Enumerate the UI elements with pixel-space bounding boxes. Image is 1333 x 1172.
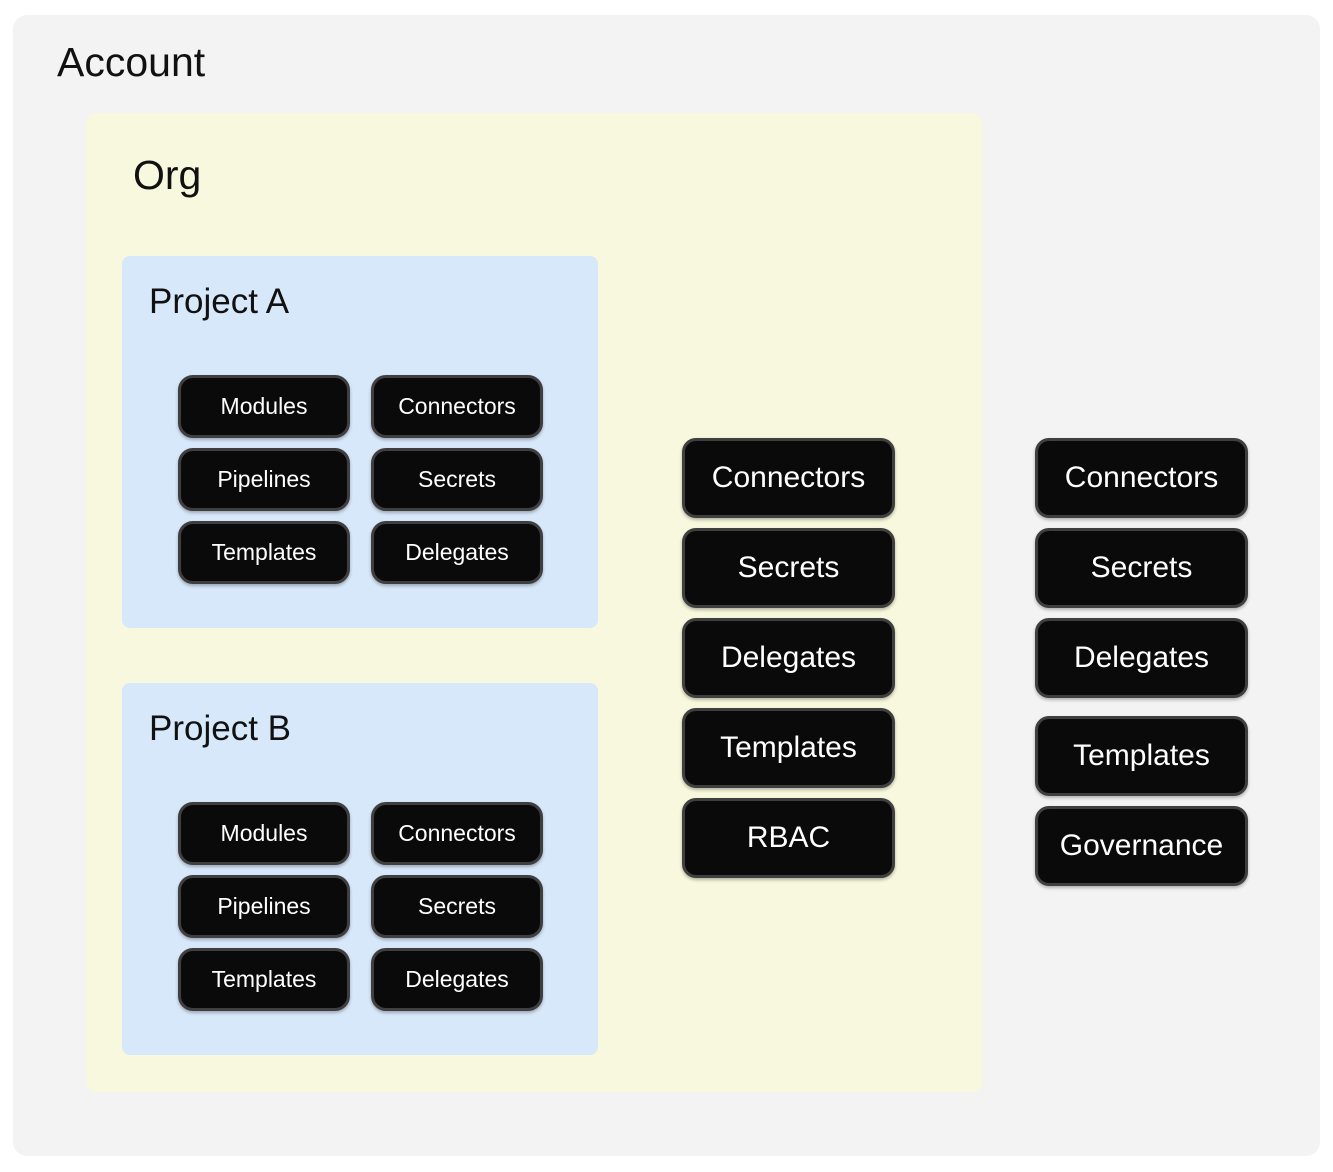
account-node-connectors: Connectors (1035, 438, 1248, 518)
org-node-rbac: RBAC (682, 798, 895, 878)
project-b-container: Project B Modules Connectors Pipelines S… (122, 683, 598, 1055)
project-a-node-secrets: Secrets (371, 448, 543, 511)
project-a-node-pipelines: Pipelines (178, 448, 350, 511)
org-node-secrets: Secrets (682, 528, 895, 608)
project-b-node-connectors: Connectors (371, 802, 543, 865)
account-resources: Connectors Secrets Delegates Templates G… (1035, 438, 1248, 886)
project-a-title: Project A (149, 282, 290, 321)
project-a-container: Project A Modules Connectors Pipelines S… (122, 256, 598, 628)
project-b-resources: Modules Connectors Pipelines Secrets Tem… (178, 802, 543, 1011)
account-title: Account (57, 39, 206, 85)
account-node-secrets: Secrets (1035, 528, 1248, 608)
project-b-node-secrets: Secrets (371, 875, 543, 938)
project-b-node-delegates: Delegates (371, 948, 543, 1011)
org-container: Org Project A Modules Connectors Pipelin… (86, 113, 982, 1092)
project-b-node-templates: Templates (178, 948, 350, 1011)
account-node-templates: Templates (1035, 716, 1248, 796)
org-node-delegates: Delegates (682, 618, 895, 698)
org-resources: Connectors Secrets Delegates Templates R… (682, 438, 895, 878)
project-a-node-delegates: Delegates (371, 521, 543, 584)
project-b-title: Project B (149, 709, 291, 748)
project-a-node-modules: Modules (178, 375, 350, 438)
project-b-node-modules: Modules (178, 802, 350, 865)
project-a-resources: Modules Connectors Pipelines Secrets Tem… (178, 375, 543, 584)
org-node-templates: Templates (682, 708, 895, 788)
project-b-node-pipelines: Pipelines (178, 875, 350, 938)
project-a-node-templates: Templates (178, 521, 350, 584)
account-node-delegates: Delegates (1035, 618, 1248, 698)
project-a-node-connectors: Connectors (371, 375, 543, 438)
account-container: Account Org Project A Modules Connectors… (13, 15, 1320, 1156)
org-node-connectors: Connectors (682, 438, 895, 518)
org-title: Org (133, 152, 202, 198)
account-node-governance: Governance (1035, 806, 1248, 886)
